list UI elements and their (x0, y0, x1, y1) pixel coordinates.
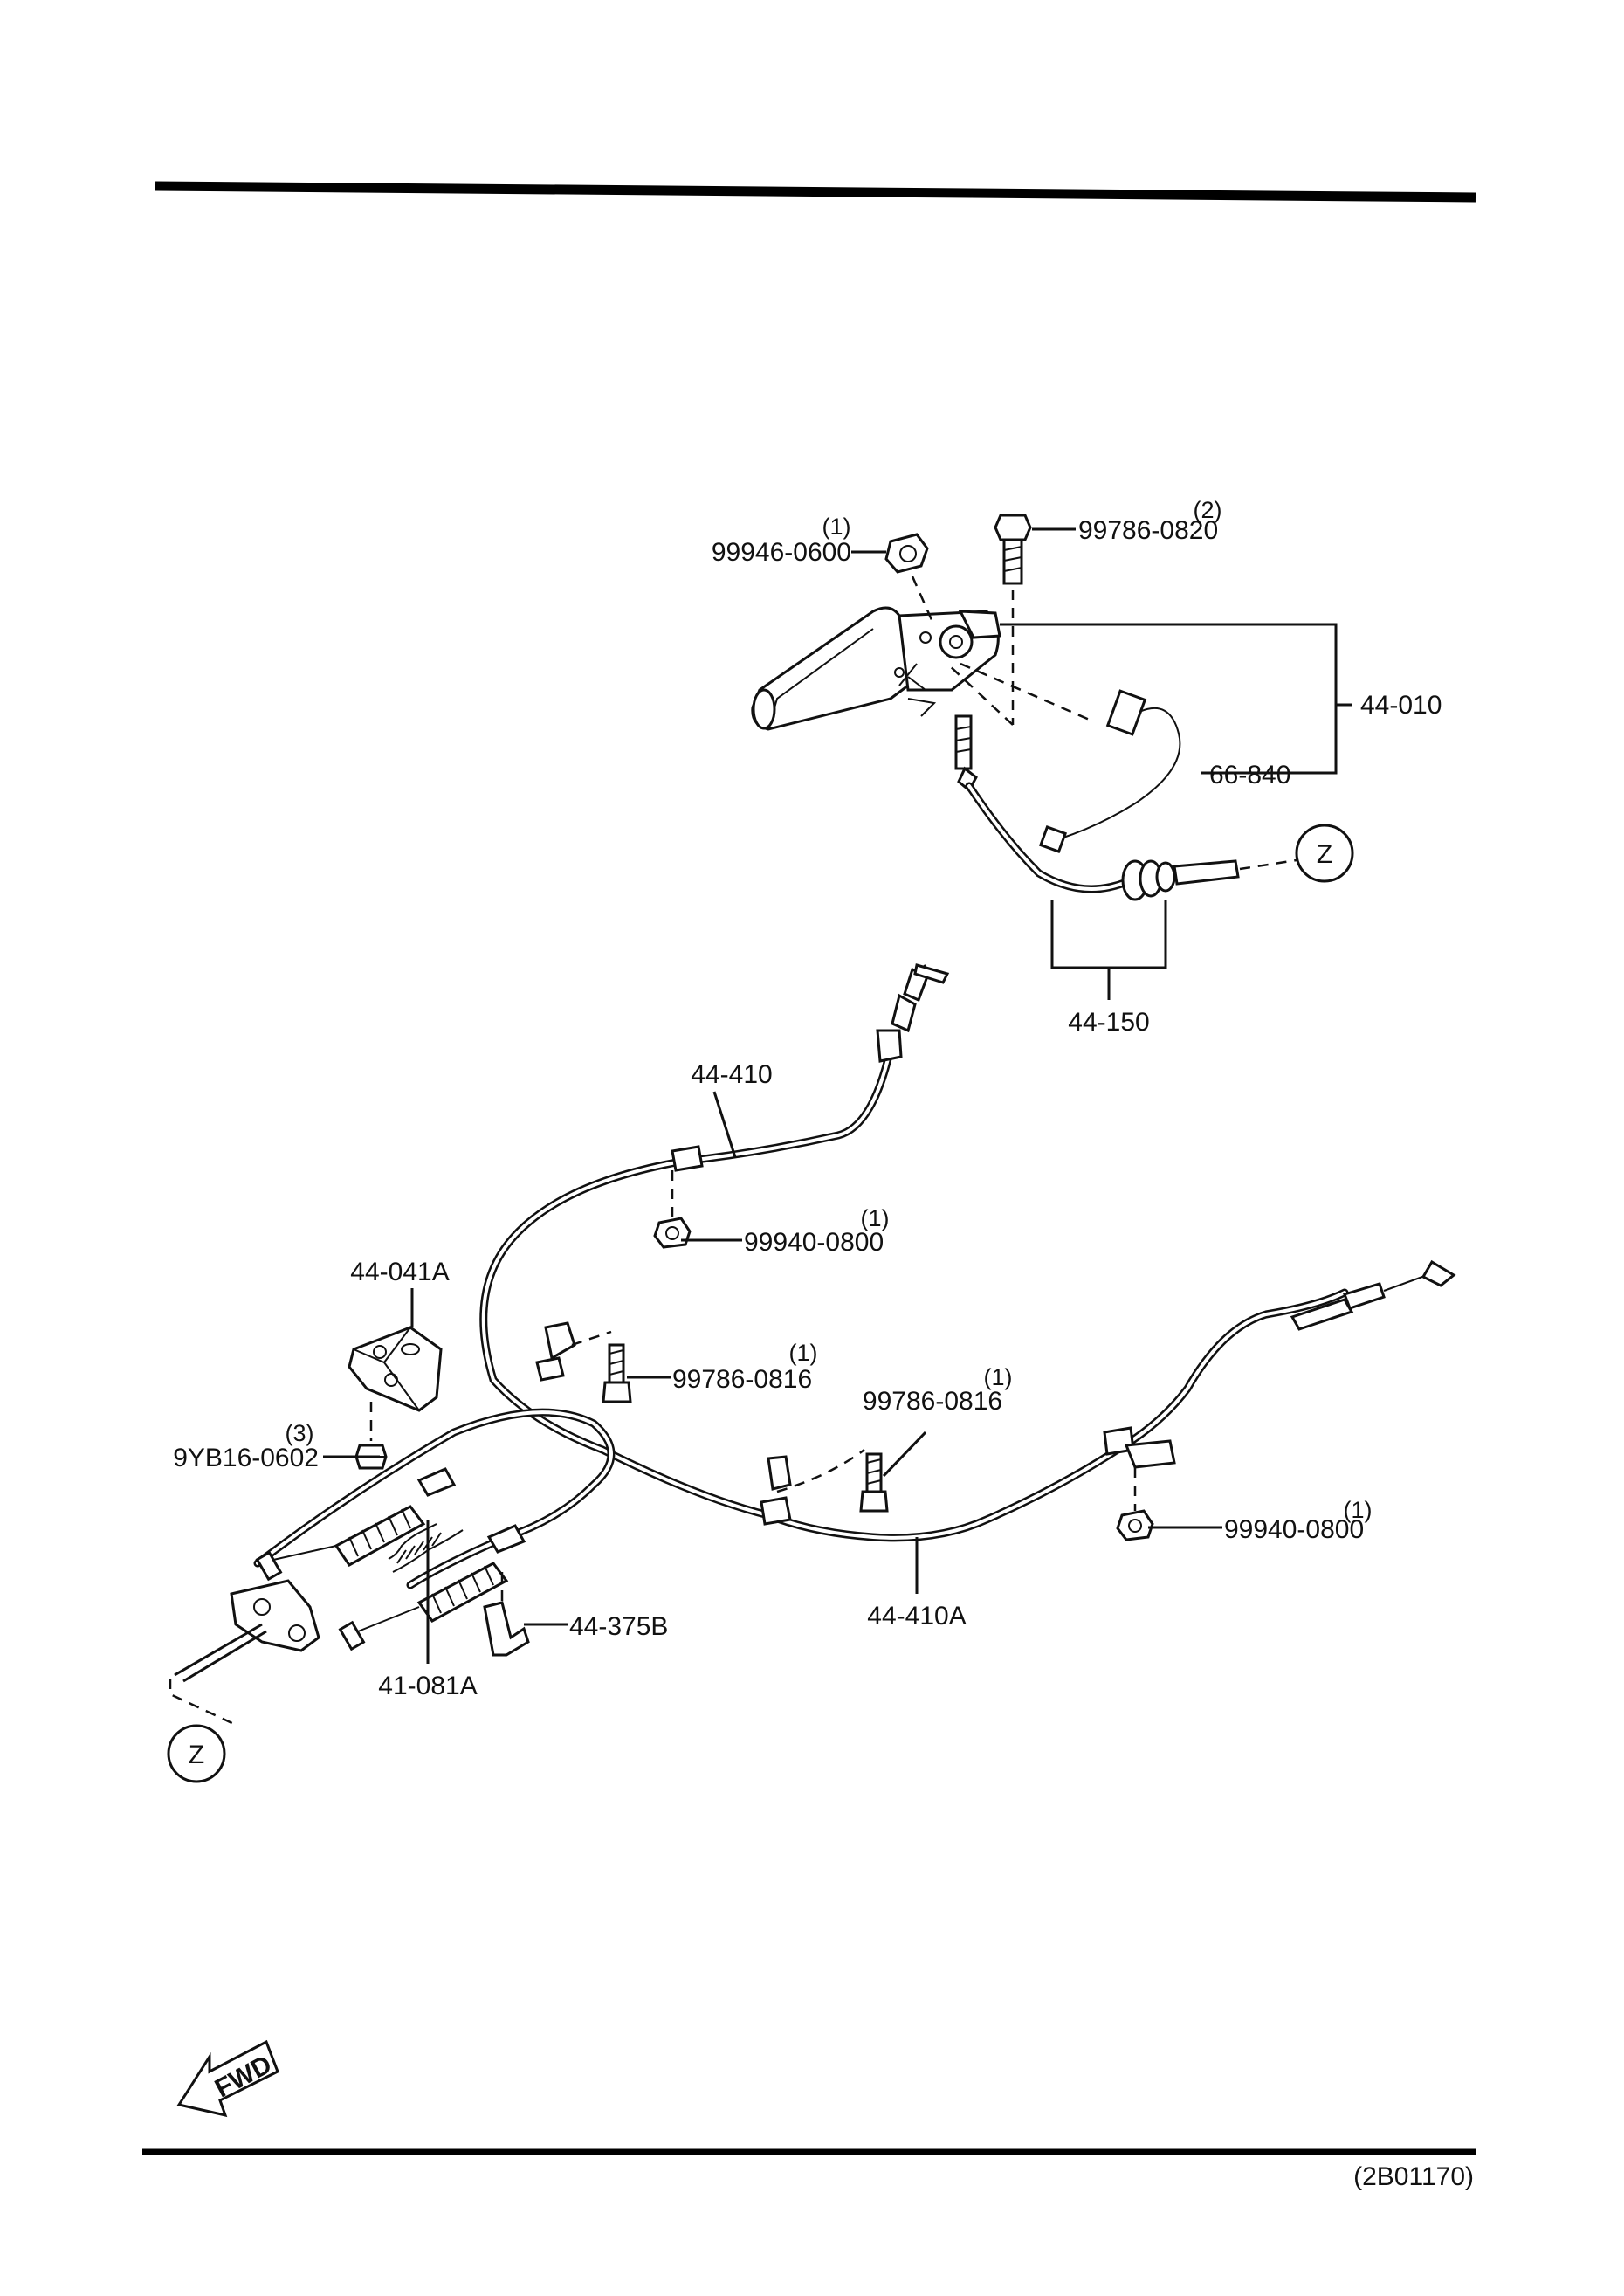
part-number-label: 66-840 (1209, 761, 1290, 789)
cable-clip (483, 1601, 530, 1657)
quantity-label: (1) (822, 514, 851, 540)
part-number-label: 99786-0816 (863, 1387, 1002, 1416)
part-number-label: 99786-0816 (672, 1365, 812, 1394)
header-rule (155, 181, 1476, 203)
callout-bolt-top: (2) 99786-0820 (1078, 497, 1222, 545)
part-number-label: 99940-0800 (1224, 1515, 1364, 1544)
marker-label: Z (1317, 840, 1332, 869)
fwd-label: FWD (210, 2050, 277, 2103)
part-number-label: 99786-0820 (1078, 516, 1218, 545)
callout-bolt-mid-right: (1) 99786-0816 (863, 1364, 1013, 1416)
bolt-icon (994, 514, 1032, 585)
bolt-icon (859, 1452, 889, 1513)
insulator (348, 1326, 443, 1412)
marker-label: Z (189, 1741, 204, 1769)
fwd-arrow-icon: FWD (176, 2039, 279, 2118)
part-number-label: 99940-0800 (744, 1228, 884, 1257)
front-cable (954, 714, 1240, 901)
parking-brake-switch (1038, 689, 1181, 854)
part-number-label: 44-150 (1068, 1008, 1149, 1037)
callout-bolt-mid-left: (1) 99786-0816 (672, 1340, 818, 1394)
callout-nut-rear-left: (1) 99940-0800 (1224, 1497, 1373, 1544)
part-number-label: 41-081A (378, 1672, 477, 1700)
quantity-label: (1) (1344, 1497, 1373, 1523)
callout-nut-insulator: (3) 9YB16-0602 (173, 1420, 319, 1472)
nut-icon (653, 1217, 692, 1249)
part-number-label: 44-041A (350, 1258, 449, 1286)
rear-cable-right (479, 963, 1456, 1542)
bolt-icon (602, 1343, 632, 1403)
quantity-label: (1) (984, 1364, 1013, 1390)
equalizer (174, 1579, 320, 1683)
quantity-label: (2) (1194, 497, 1222, 523)
part-number-label: 44-410A (867, 1602, 966, 1631)
return-spring-boot (255, 1467, 526, 1651)
diagram-code: (2B01170) (1353, 2162, 1474, 2191)
quantity-label: (1) (789, 1340, 818, 1366)
part-number-label: 99946-0600 (712, 538, 851, 567)
callout-nut-top: (1) 99946-0600 (712, 514, 851, 567)
reference-marker-z-bottom: Z (167, 1724, 226, 1783)
parking-brake-lever (751, 606, 1001, 731)
part-number-label: 44-375B (569, 1612, 668, 1641)
part-number-label: 9YB16-0602 (173, 1444, 319, 1472)
part-number-label: 44-010 (1360, 691, 1442, 720)
callout-nut-rear-right: (1) 99940-0800 (744, 1205, 890, 1257)
nut-icon (884, 533, 929, 574)
quantity-label: (3) (286, 1420, 314, 1446)
quantity-label: (1) (861, 1205, 890, 1231)
part-number-label: 44-410 (691, 1060, 772, 1089)
nut-icon (1116, 1509, 1154, 1541)
reference-marker-z-top: Z (1295, 824, 1354, 883)
